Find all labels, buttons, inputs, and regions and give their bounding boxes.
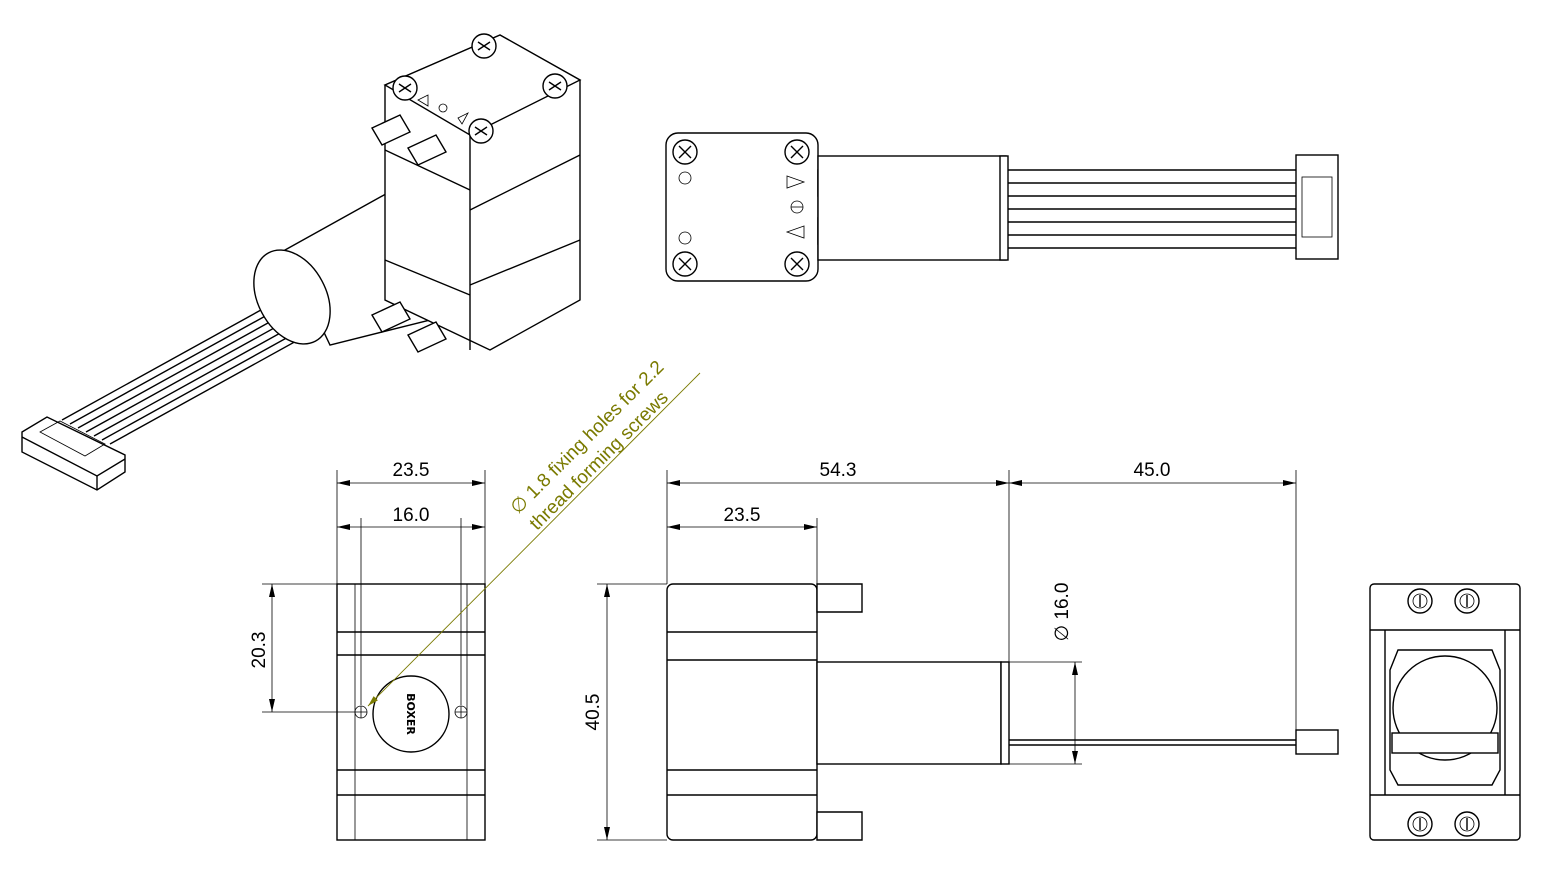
- dim-cable-length: 45.0: [1134, 460, 1171, 481]
- dim-side-total-length: 54.3: [820, 460, 857, 481]
- side-connector: [1295, 729, 1339, 755]
- top-ribbon-cable: [1008, 169, 1296, 249]
- dim-side-height: 40.5: [583, 694, 604, 731]
- top-motor: [817, 155, 1007, 261]
- boxer-logo-disc: [372, 675, 450, 753]
- side-view: [666, 583, 1339, 841]
- front-dimensions: 23.5 16.0 20.3: [249, 460, 486, 713]
- svg-text:∅ 1.8 fixing holes for 2: ∅ 1.8 fixing holes for 2.2: [507, 357, 669, 519]
- side-dimensions: 54.3 45.0 23.5 40.5 ∅ 16.0: [583, 460, 1297, 841]
- note-line-1: 1.8 fixing holes for 2.2: [522, 357, 668, 503]
- isometric-view: [21, 33, 582, 491]
- dim-motor-diameter: 16.0: [1052, 583, 1073, 620]
- iso-ribbon-cable: [61, 304, 319, 445]
- dim-side-head-length: 23.5: [724, 505, 761, 526]
- rear-view: [1369, 583, 1521, 841]
- top-connector: [1295, 154, 1339, 260]
- front-view: BOXER: [336, 583, 486, 841]
- iso-connector-plug: [21, 416, 126, 491]
- note-line-2: thread forming screws: [526, 388, 673, 535]
- logo-text: BOXER: [404, 693, 417, 735]
- iso-pump-body: [371, 33, 582, 353]
- dim-front-height-holes: 20.3: [249, 632, 270, 669]
- diameter-symbol-dim: ∅: [1052, 625, 1073, 642]
- dim-front-width-holes: 16.0: [393, 505, 430, 526]
- dim-front-width-outer: 23.5: [393, 460, 430, 481]
- svg-text:∅ 16.0: ∅ 16.0: [1052, 583, 1073, 642]
- top-view: [665, 132, 1339, 282]
